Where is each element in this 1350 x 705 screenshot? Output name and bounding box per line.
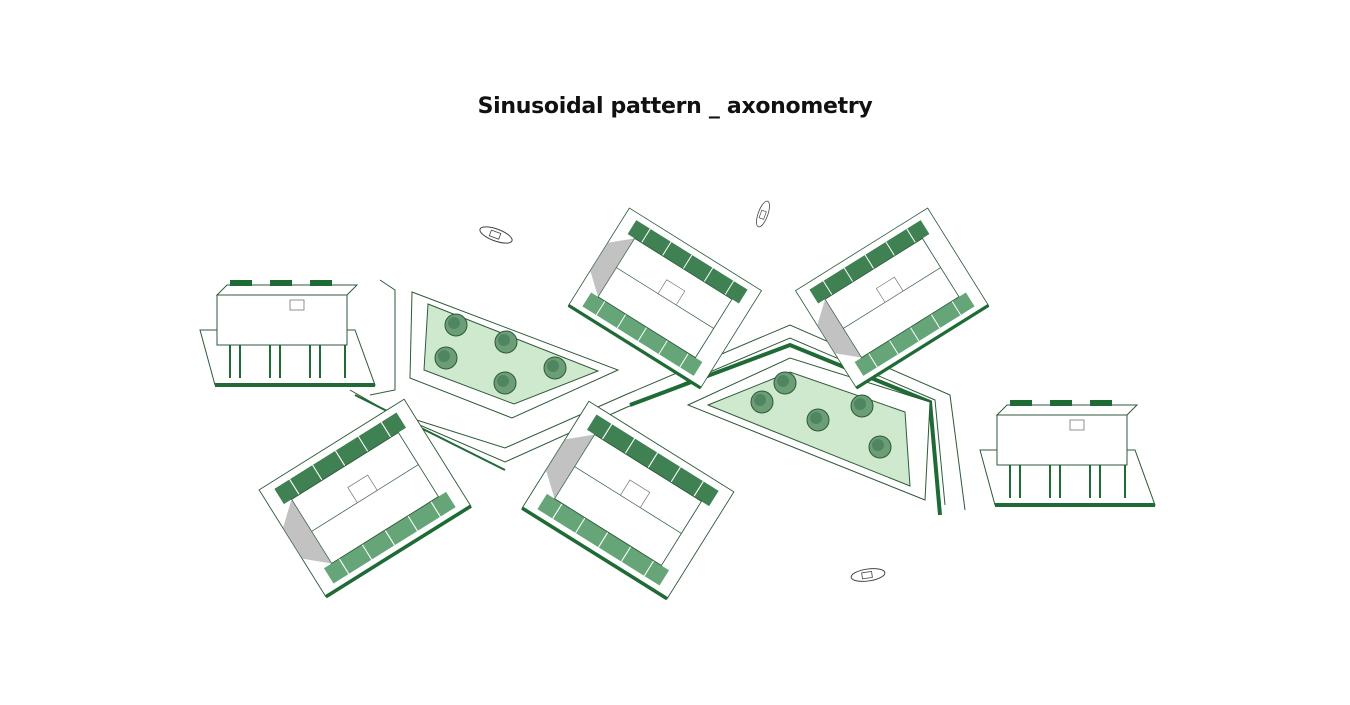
house-east: [978, 398, 1157, 507]
boat: [753, 199, 773, 229]
garden-left: [409, 291, 620, 419]
house-south-west: [257, 397, 473, 599]
garden-right: [686, 357, 931, 501]
drawing-title: Sinusoidal pattern _ axonometry: [477, 94, 873, 119]
boat: [477, 223, 515, 247]
house-north-center: [566, 206, 764, 390]
boat: [849, 566, 887, 584]
house-west: [198, 278, 377, 387]
house-south-center: [520, 399, 736, 601]
